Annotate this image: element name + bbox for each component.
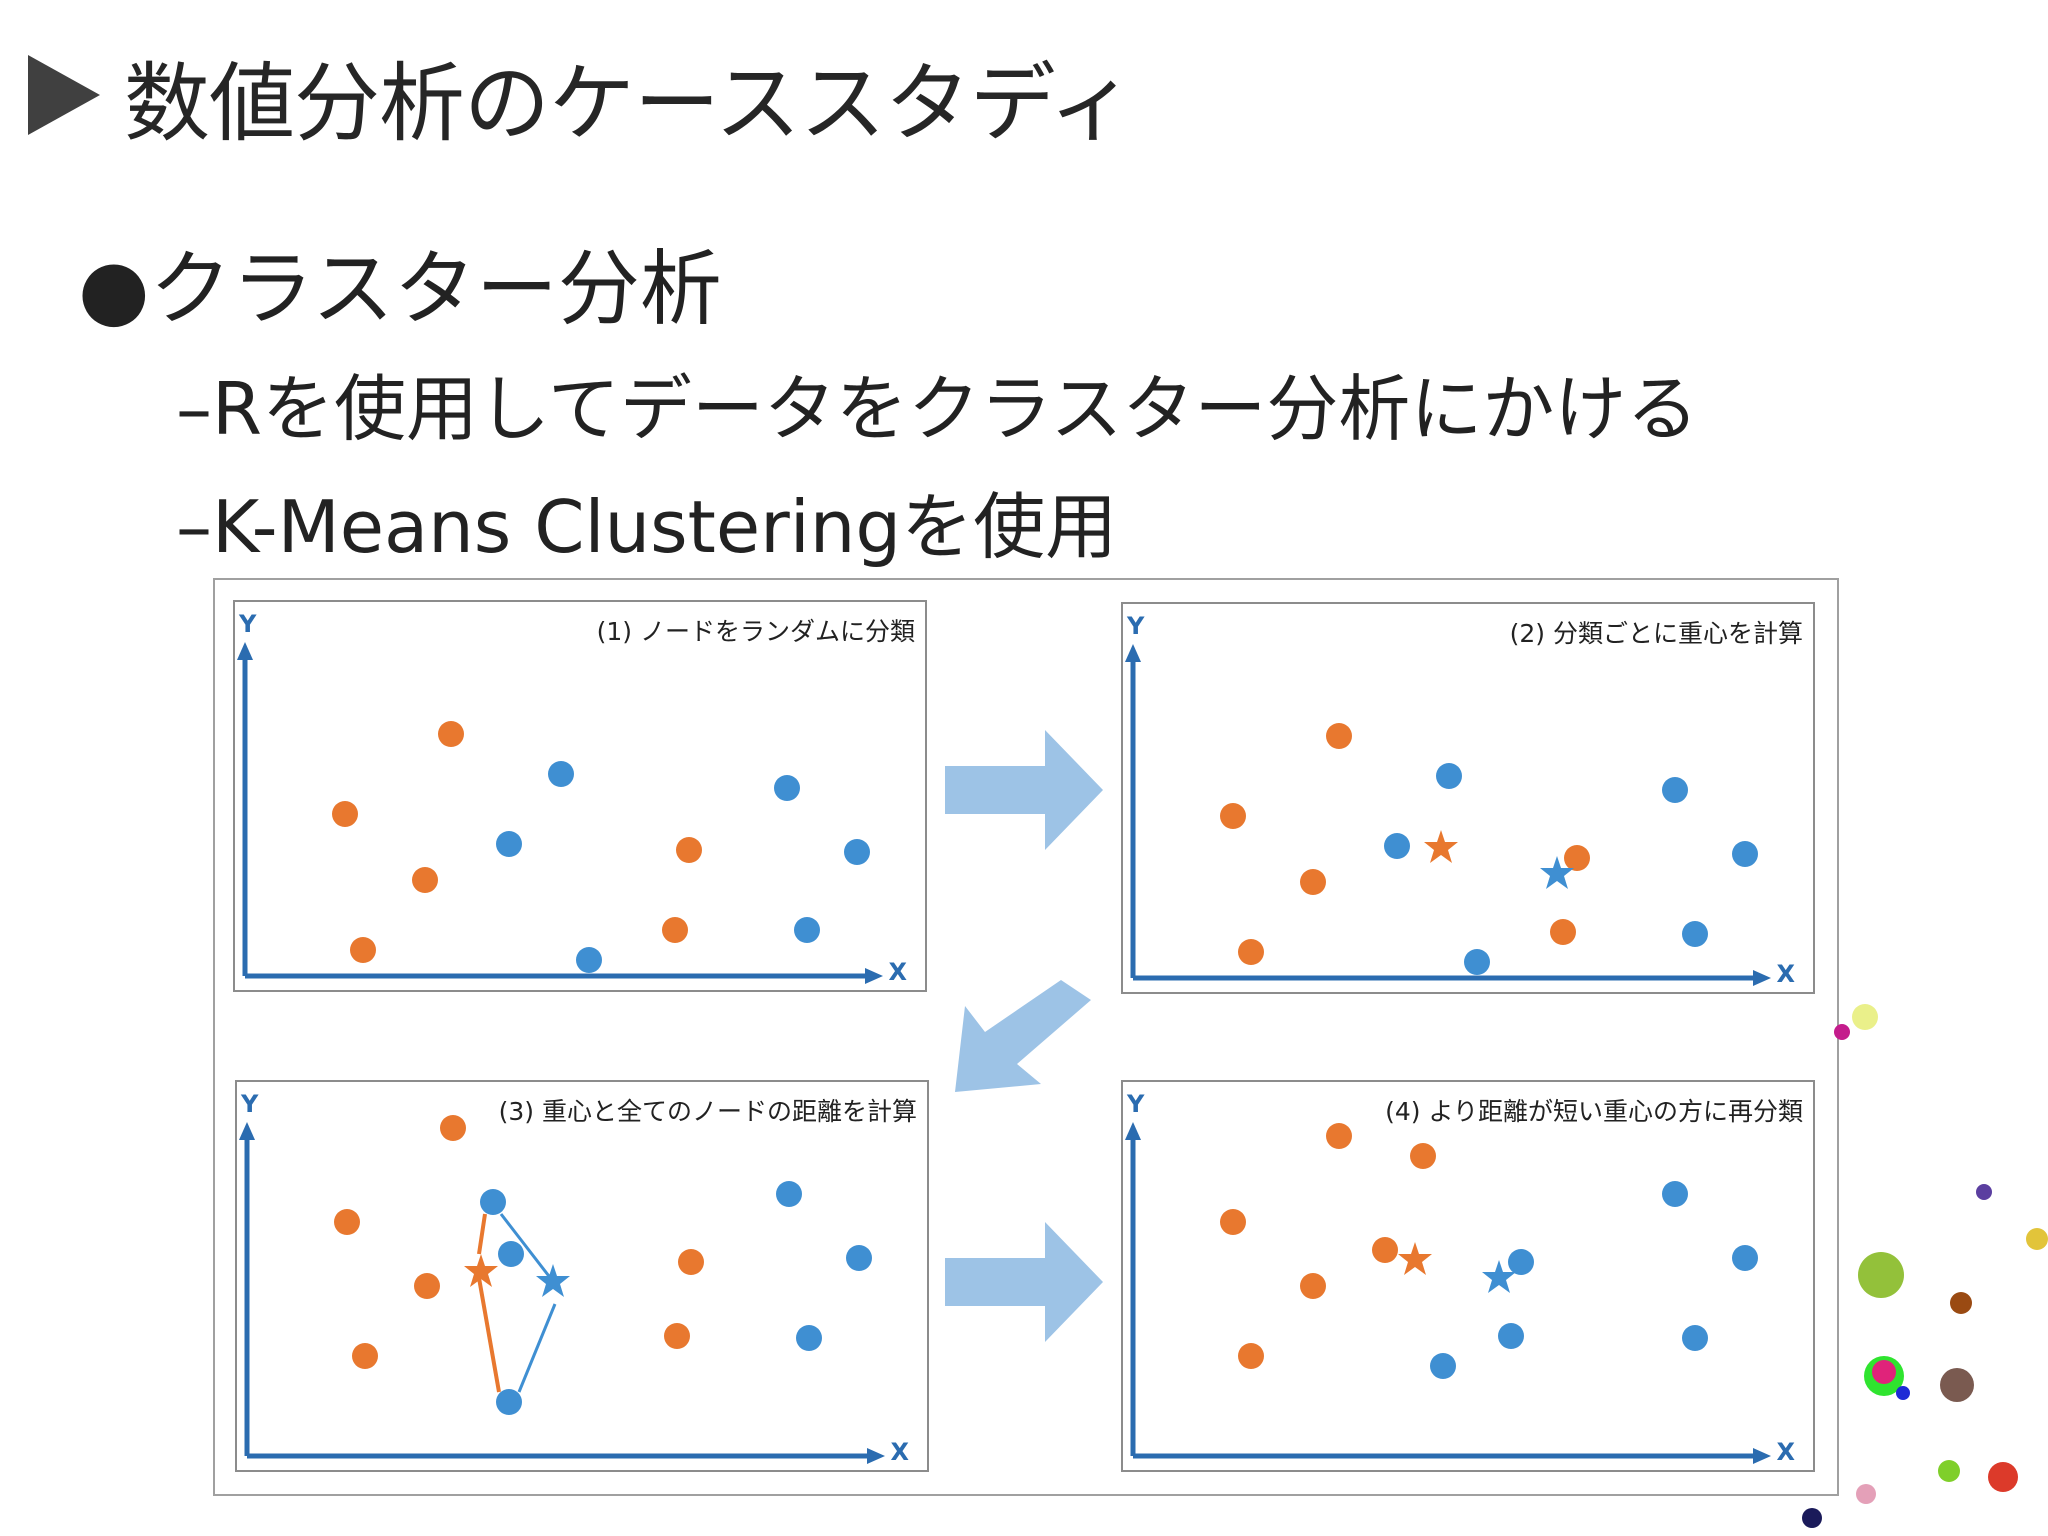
decorative-dot — [1938, 1460, 1960, 1482]
sub-bullet-kmeans: –K-Means Clusteringを使用 — [176, 485, 1118, 569]
x-axis-label: X — [888, 958, 907, 986]
kmeans-figure: (1) ノードをランダムに分類 Y X (2) 分類ごとに重心を計算 Y X — [213, 578, 1839, 1496]
slide-title: 数値分析のケーススタディ — [124, 53, 1135, 154]
arrow-right-icon — [945, 1222, 1103, 1342]
decorative-dot — [1872, 1360, 1896, 1384]
panel-3-title: (3) 重心と全てのノードの距離を計算 — [498, 1097, 917, 1126]
decorative-dot — [1858, 1252, 1904, 1298]
panel-1-plot — [237, 642, 883, 984]
play-triangle-icon — [28, 55, 100, 135]
panel-3: (3) 重心と全てのノードの距離を計算 Y X — [235, 1080, 929, 1472]
panel-2-plot — [1125, 644, 1771, 986]
y-axis-label: Y — [1127, 612, 1145, 640]
sub-bullet-r: –Rを使用してデータをクラスター分析にかける — [176, 367, 1699, 451]
decorative-dot — [1940, 1368, 1974, 1402]
x-axis-label: X — [890, 1438, 909, 1466]
bullet-cluster-analysis: ●クラスター分析 — [78, 242, 722, 337]
panel-2-title: (2) 分類ごとに重心を計算 — [1509, 619, 1803, 648]
panel-4-title: (4) より距離が短い重心の方に再分類 — [1385, 1097, 1803, 1126]
decorative-dot — [1856, 1484, 1876, 1504]
decorative-dot — [2026, 1228, 2048, 1250]
decorative-dot — [1976, 1184, 1992, 1200]
y-axis-label: Y — [1127, 1090, 1145, 1118]
decorative-dot — [1834, 1024, 1850, 1040]
y-axis-label: Y — [241, 1090, 259, 1118]
decorative-dot — [1852, 1004, 1878, 1030]
panel-3-plot — [239, 1115, 885, 1464]
decorative-dot — [1896, 1386, 1910, 1400]
panel-2: (2) 分類ごとに重心を計算 Y X — [1121, 602, 1815, 994]
arrow-down-left-icon — [955, 980, 1091, 1092]
slide-title-row: 数値分析のケーススタディ — [28, 40, 1135, 154]
arrow-right-icon — [945, 730, 1103, 850]
decorative-dot — [1988, 1462, 2018, 1492]
panel-1-title: (1) ノードをランダムに分類 — [596, 617, 915, 646]
y-axis-label: Y — [239, 610, 257, 638]
panel-4: (4) より距離が短い重心の方に再分類 Y X — [1121, 1080, 1815, 1472]
x-axis-label: X — [1776, 1438, 1795, 1466]
decorative-dot — [1802, 1508, 1822, 1528]
x-axis-label: X — [1776, 960, 1795, 988]
panel-1: (1) ノードをランダムに分類 Y X — [233, 600, 927, 992]
panel-4-plot — [1125, 1122, 1771, 1464]
decorative-dot — [1950, 1292, 1972, 1314]
